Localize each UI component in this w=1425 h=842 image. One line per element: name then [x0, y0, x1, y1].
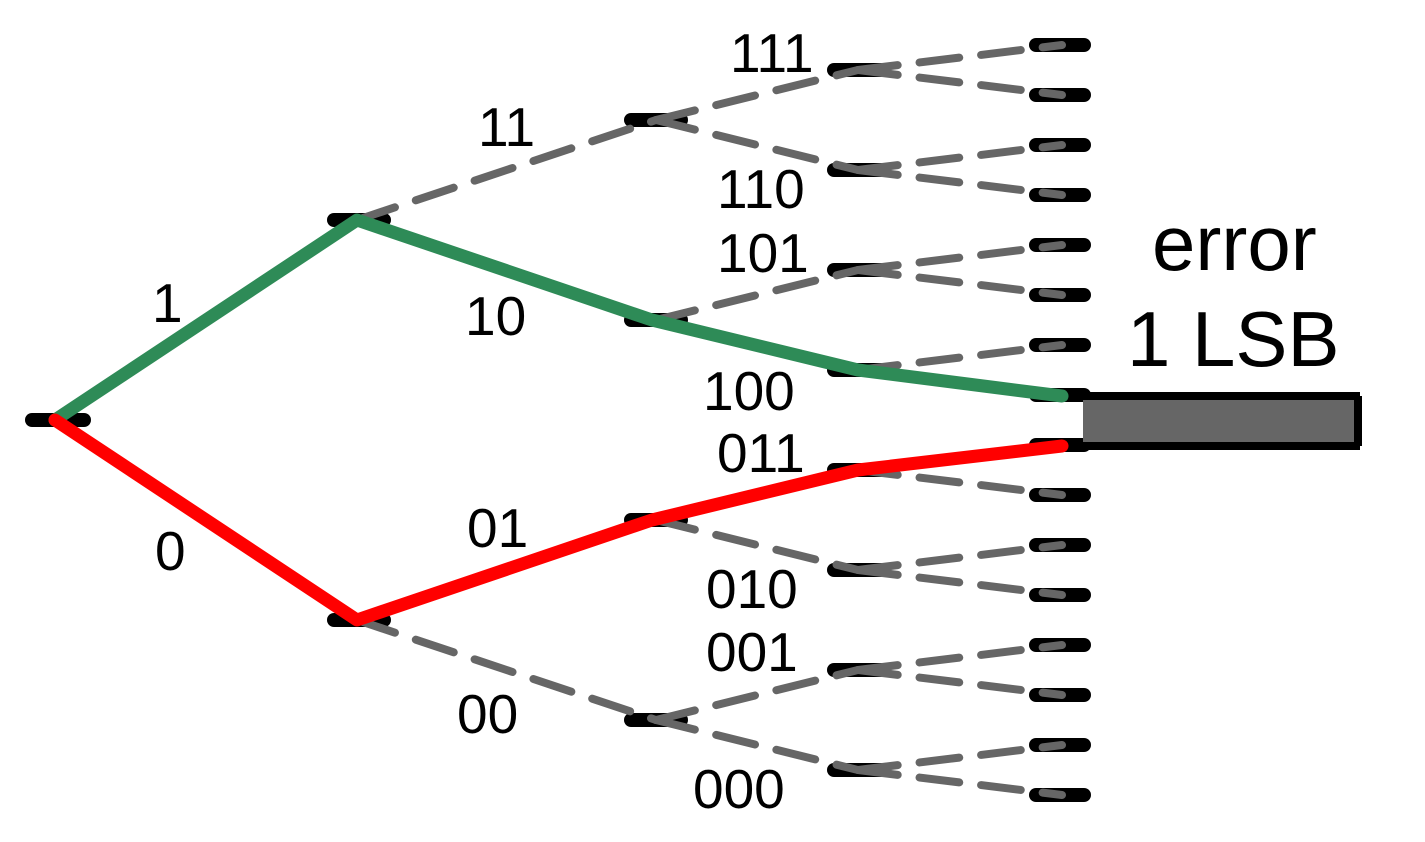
dashed-leaf-branch-5-down	[854, 566, 1066, 599]
label-1: 1	[152, 272, 183, 334]
dashed-branch-11	[353, 116, 660, 224]
label-0: 0	[155, 520, 186, 582]
label-10: 10	[465, 285, 526, 347]
dashed-leaf-branch-7-down	[854, 766, 1066, 799]
dashed-branch-00	[353, 616, 660, 724]
error-label: error	[1152, 199, 1317, 287]
dashed-leaf-branch-2-down	[854, 266, 1066, 299]
error-bar	[1072, 392, 1362, 450]
dashed-leaf-branch-4-down	[854, 466, 1066, 499]
dashed-leaf-branch-6-down	[854, 666, 1066, 699]
dashed-leaf-branch-1-down	[854, 166, 1066, 199]
dashed-branch-101	[652, 266, 862, 324]
dashed-branch-110	[652, 116, 862, 174]
dashed-leaf-branch-5-up	[854, 541, 1066, 574]
dashed-branch-001	[652, 666, 862, 724]
label-100: 100	[703, 360, 795, 422]
dashed-leaf-branch-1-up	[854, 141, 1066, 174]
dashed-leaf-branch-6-up	[854, 641, 1066, 674]
label-000: 000	[693, 758, 785, 820]
tree-nodes	[25, 38, 1091, 802]
label-01: 01	[467, 497, 528, 559]
label-111: 111	[730, 22, 814, 84]
dashed-leaf-branch-0-up	[854, 41, 1066, 74]
label-001: 001	[706, 621, 798, 683]
label-101: 101	[717, 222, 809, 284]
lower-path-line	[48, 413, 1069, 627]
dashed-leaf-branch-0-down	[854, 66, 1066, 99]
dashed-branch-000	[652, 716, 862, 774]
error-lsb-label: 1 LSB	[1127, 295, 1339, 383]
dashed-branch-010	[652, 516, 862, 574]
label-010: 010	[706, 558, 798, 620]
dashed-leaf-branch-2-up	[854, 241, 1066, 274]
upper-path-line	[48, 213, 1069, 427]
label-11: 11	[478, 96, 535, 158]
label-110: 110	[717, 158, 805, 220]
label-011: 011	[717, 422, 805, 484]
label-00: 00	[457, 683, 518, 745]
error-bar-fill	[1083, 396, 1358, 446]
dashed-leaf-branch-7-up	[854, 741, 1066, 774]
dashed-branch-111	[652, 66, 862, 124]
dashed-leaf-branch-3-up	[854, 341, 1066, 374]
dashed-branches	[353, 41, 1066, 799]
